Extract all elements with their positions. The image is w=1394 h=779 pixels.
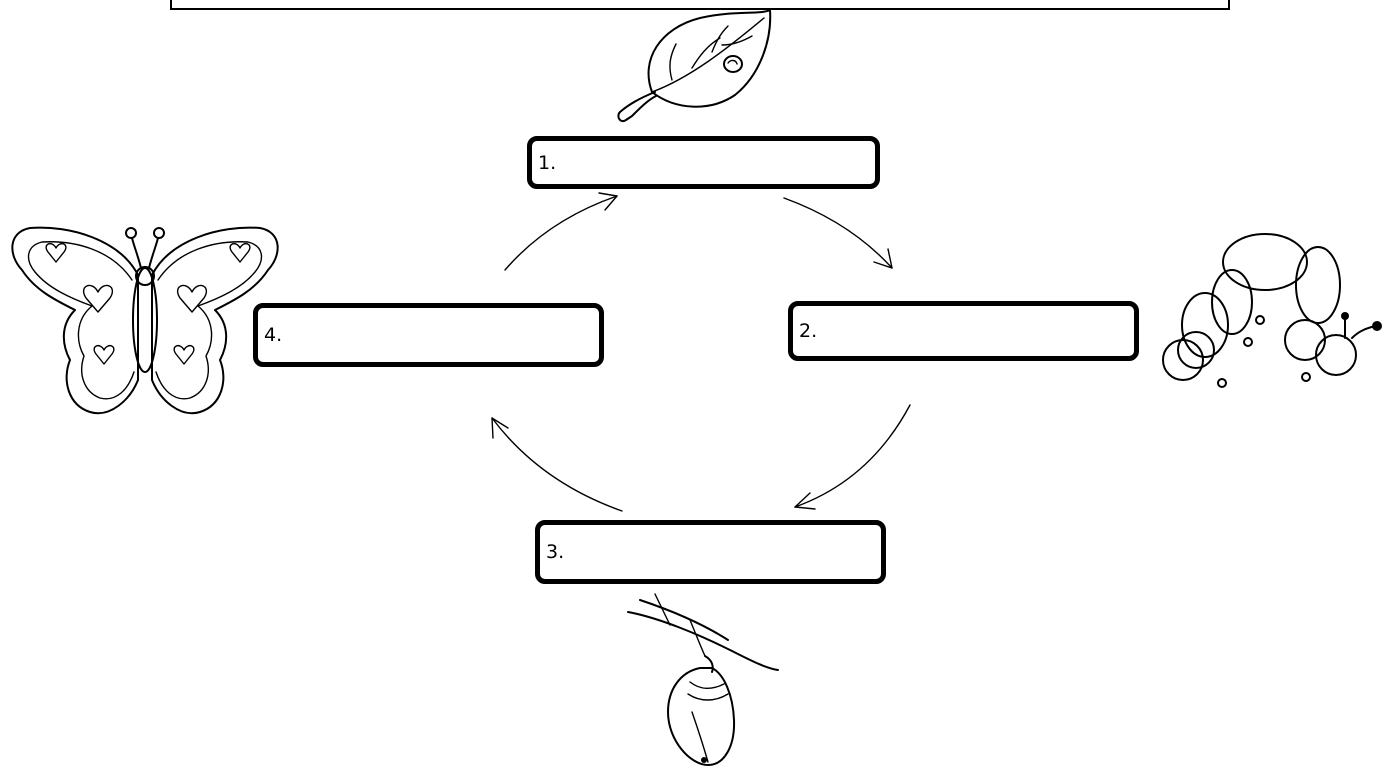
stage-box-egg[interactable]: 1. [527,136,880,189]
stage-number-label: 3. [546,541,565,563]
cycle-arrow-1-to-2 [783,197,893,269]
stage-number-label: 2. [799,320,818,342]
stage-number-label: 1. [538,151,557,174]
caterpillar-icon [1162,233,1382,388]
egg-on-leaf-icon [617,9,772,122]
chrysalis-icon [627,593,779,766]
stage-box-chrysalis[interactable]: 3. [535,520,886,584]
stage-number-label: 4. [264,324,283,346]
cycle-arrow-2-to-3 [794,404,911,510]
stage-box-butterfly[interactable]: 4. [253,303,604,367]
butterfly-icon [11,226,279,415]
title-bar-frame [170,0,1230,10]
stage-box-caterpillar[interactable]: 2. [788,301,1139,361]
cycle-arrow-4-to-1 [504,192,618,271]
cycle-arrow-3-to-4 [491,417,623,512]
